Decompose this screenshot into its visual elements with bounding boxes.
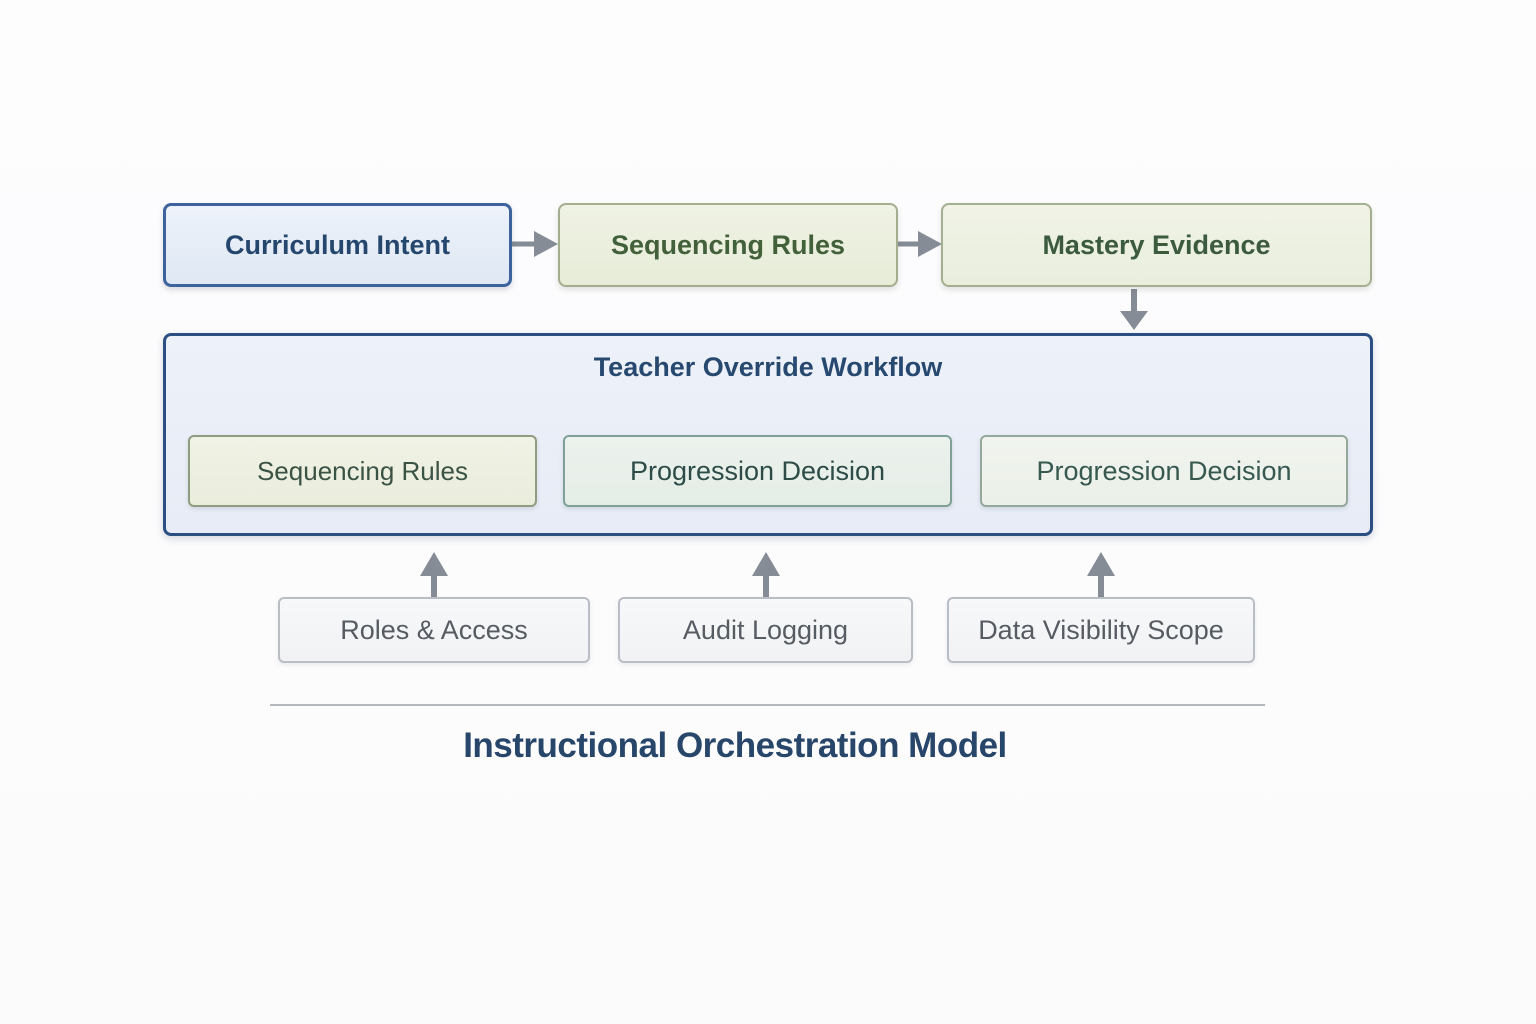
diagram-caption: Instructional Orchestration Model <box>463 726 1007 765</box>
node-label: Roles & Access <box>340 614 528 645</box>
node-data-visibility-scope: Data Visibility Scope <box>947 597 1255 663</box>
node-label: Audit Logging <box>682 614 849 645</box>
node-progression-decision-1: Progression Decision <box>563 435 952 507</box>
node-sequencing-rules-top: Sequencing Rules <box>558 203 898 287</box>
node-mastery-evidence: Mastery Evidence <box>941 203 1372 287</box>
arrow-up-audit-to-workflow <box>752 552 780 597</box>
node-progression-decision-2: Progression Decision <box>980 435 1348 507</box>
node-label: Sequencing Rules <box>256 455 469 486</box>
arrow-down-mastery-to-workflow <box>1120 289 1148 330</box>
node-curriculum-intent: Curriculum Intent <box>163 203 512 287</box>
arrow-up-visibility-to-workflow <box>1087 552 1115 597</box>
divider <box>270 704 1265 706</box>
node-label: Progression Decision <box>629 455 886 486</box>
node-label: Sequencing Rules <box>610 229 846 260</box>
node-label: Curriculum Intent <box>224 229 450 260</box>
node-roles-access: Roles & Access <box>278 597 590 663</box>
arrow-up-roles-to-workflow <box>420 552 448 597</box>
node-label: Progression Decision <box>1036 455 1292 486</box>
arrow-right-sequencing-to-mastery <box>898 231 942 257</box>
workflow-title: Teacher Override Workflow <box>593 352 943 382</box>
node-label: Mastery Evidence <box>1042 229 1271 260</box>
node-sequencing-rules-inner: Sequencing Rules <box>188 435 537 507</box>
node-audit-logging: Audit Logging <box>618 597 913 663</box>
arrow-right-curriculum-to-sequencing <box>512 231 558 257</box>
node-label: Data Visibility Scope <box>978 614 1224 645</box>
